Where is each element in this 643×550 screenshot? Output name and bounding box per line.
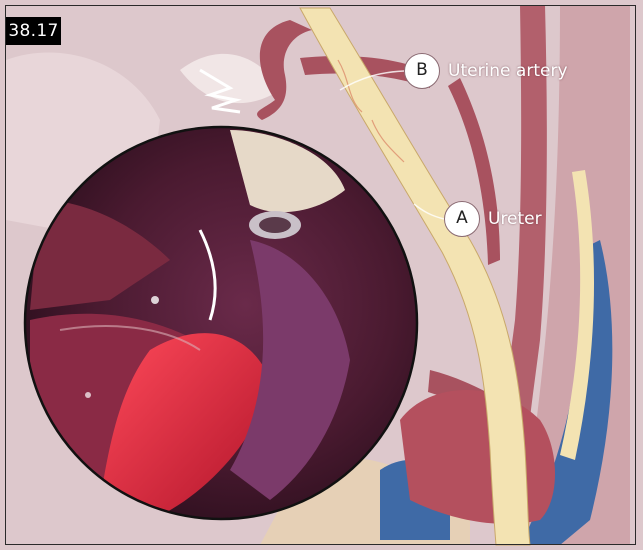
callout-label-uterine-artery: Uterine artery <box>448 61 568 81</box>
callout-uterine-artery: B Uterine artery <box>404 53 568 89</box>
callout-ureter: A Ureter <box>444 201 542 237</box>
figure-number: 38.17 <box>6 17 61 45</box>
callout-letter-b: B <box>404 53 440 89</box>
callout-letter-a: A <box>444 201 480 237</box>
callout-label-ureter: Ureter <box>488 209 542 229</box>
